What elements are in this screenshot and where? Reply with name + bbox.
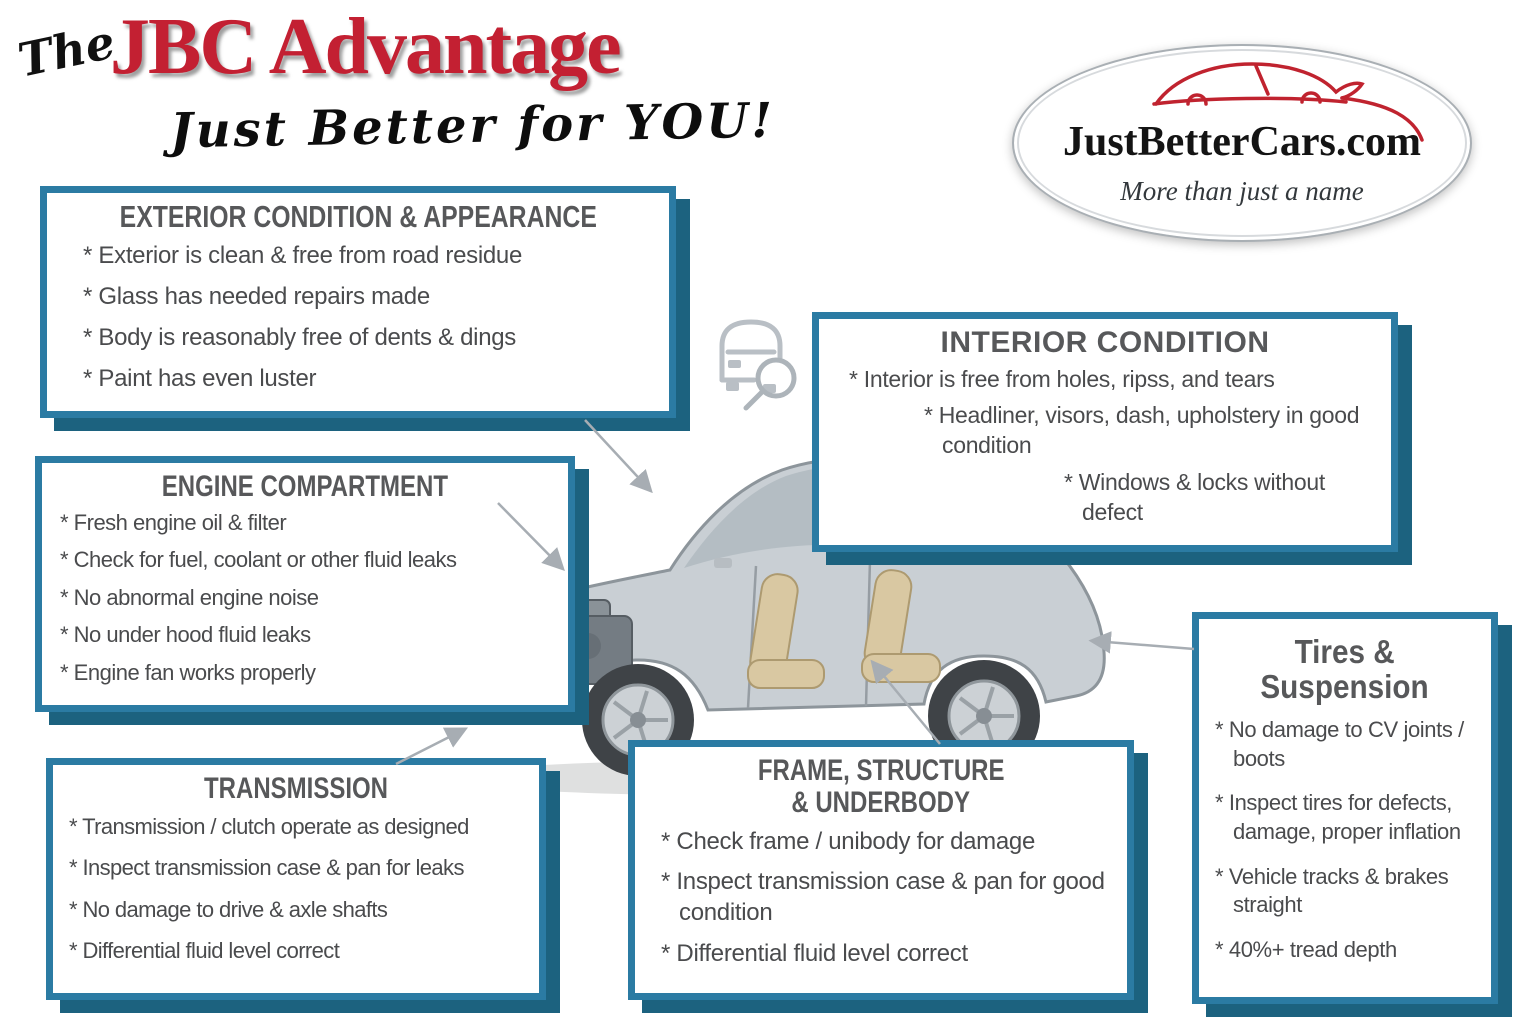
tires-box-title: Tires & Suspension [1203, 633, 1487, 705]
title-the: The [13, 14, 120, 88]
checklist-item: * No under hood fluid leaks [60, 622, 311, 648]
checklist-item: * Differential fluid level correct [661, 939, 968, 967]
checklist-item: * No abnormal engine noise [60, 584, 319, 610]
engine-checklist: * Fresh engine oil & filter * Check for … [60, 509, 562, 688]
interior-checklist: * Interior is free from holes, ripss, an… [819, 365, 1383, 528]
frame-structure-underbody-box: FRAME, STRUCTURE & UNDERBODY * Check fra… [628, 740, 1134, 1000]
frame-box-title: FRAME, STRUCTURE & UNDERBODY [639, 755, 1123, 818]
checklist-item: * Check for fuel, coolant or other fluid… [60, 547, 457, 573]
transmission-box-title-text: TRANSMISSION [203, 772, 388, 805]
engine-box-title: ENGINE COMPARTMENT [46, 471, 564, 503]
tires-box-title-line2: Suspension [1260, 667, 1430, 705]
checklist-item: * Exterior is clean & free from road res… [83, 241, 522, 269]
checklist-item: * No damage to drive & axle shafts [69, 896, 388, 922]
checklist-item: * 40%+ tread depth [1215, 936, 1397, 962]
interior-condition-box: INTERIOR CONDITION * Interior is free fr… [812, 312, 1398, 552]
logo-brand: JustBetterCars.com [1062, 119, 1422, 165]
checklist-item: * Windows & locks without defect [1064, 469, 1325, 526]
exterior-condition-box: EXTERIOR CONDITION & APPEARANCE * Exteri… [40, 186, 676, 418]
exterior-box-title: EXTERIOR CONDITION & APPEARANCE [51, 199, 665, 234]
checklist-item: * Headliner, visors, dash, upholstery in… [924, 402, 1360, 459]
frame-box-title-line1: FRAME, STRUCTURE [757, 754, 1005, 787]
tires-checklist: * No damage to CV joints / boots * Inspe… [1215, 716, 1483, 964]
checklist-item: * Glass has needed repairs made [83, 282, 430, 310]
tires-box-title-line1: Tires & [1294, 633, 1396, 670]
transmission-checklist: * Transmission / clutch operate as desig… [69, 813, 533, 966]
checklist-item: * Fresh engine oil & filter [60, 509, 287, 535]
checklist-item: * Engine fan works properly [60, 659, 316, 685]
engine-compartment-box: ENGINE COMPARTMENT * Fresh engine oil & … [35, 456, 575, 712]
exterior-checklist: * Exterior is clean & free from road res… [83, 240, 659, 395]
frame-checklist: * Check frame / unibody for damage * Ins… [661, 826, 1119, 969]
logo-car-swoosh-icon [1152, 62, 1424, 142]
transmission-box-title: TRANSMISSION [57, 773, 535, 805]
checklist-item: * Interior is free from holes, ripss, an… [849, 365, 1275, 392]
checklist-item: * Inspect tires for defects, damage, pro… [1215, 790, 1461, 845]
exterior-box-title-text: EXTERIOR CONDITION & APPEARANCE [119, 199, 597, 234]
logo-slogan: More than just a name [1120, 176, 1364, 206]
checklist-item: * No damage to CV joints / boots [1215, 717, 1464, 771]
page-title: JBC Advantage [110, 3, 622, 91]
car-inspection-icon [719, 319, 797, 411]
checklist-item: * Differential fluid level correct [69, 938, 340, 964]
checklist-item: * Paint has even luster [83, 365, 317, 393]
engine-box-title-text: ENGINE COMPARTMENT [161, 470, 449, 503]
logo: JustBetterCars.com More than just a name [1012, 44, 1472, 242]
interior-box-title: INTERIOR CONDITION [940, 326, 1270, 359]
title-tagline: Just Better for YOU! [169, 92, 776, 160]
checklist-item: * Inspect transmission case & pan for le… [69, 855, 464, 881]
frame-box-title-line2: & UNDERBODY [791, 785, 971, 819]
transmission-box: TRANSMISSION * Transmission / clutch ope… [46, 758, 546, 1000]
checklist-item: * Body is reasonably free of dents & din… [83, 323, 516, 351]
checklist-item: * Vehicle tracks & brakes straight [1215, 863, 1449, 918]
checklist-item: * Inspect transmission case & pan for go… [661, 868, 1105, 927]
checklist-item: * Check frame / unibody for damage [661, 828, 1035, 855]
checklist-item: * Transmission / clutch operate as desig… [69, 813, 469, 839]
tires-suspension-box: Tires & Suspension * No damage to CV joi… [1192, 612, 1498, 1004]
